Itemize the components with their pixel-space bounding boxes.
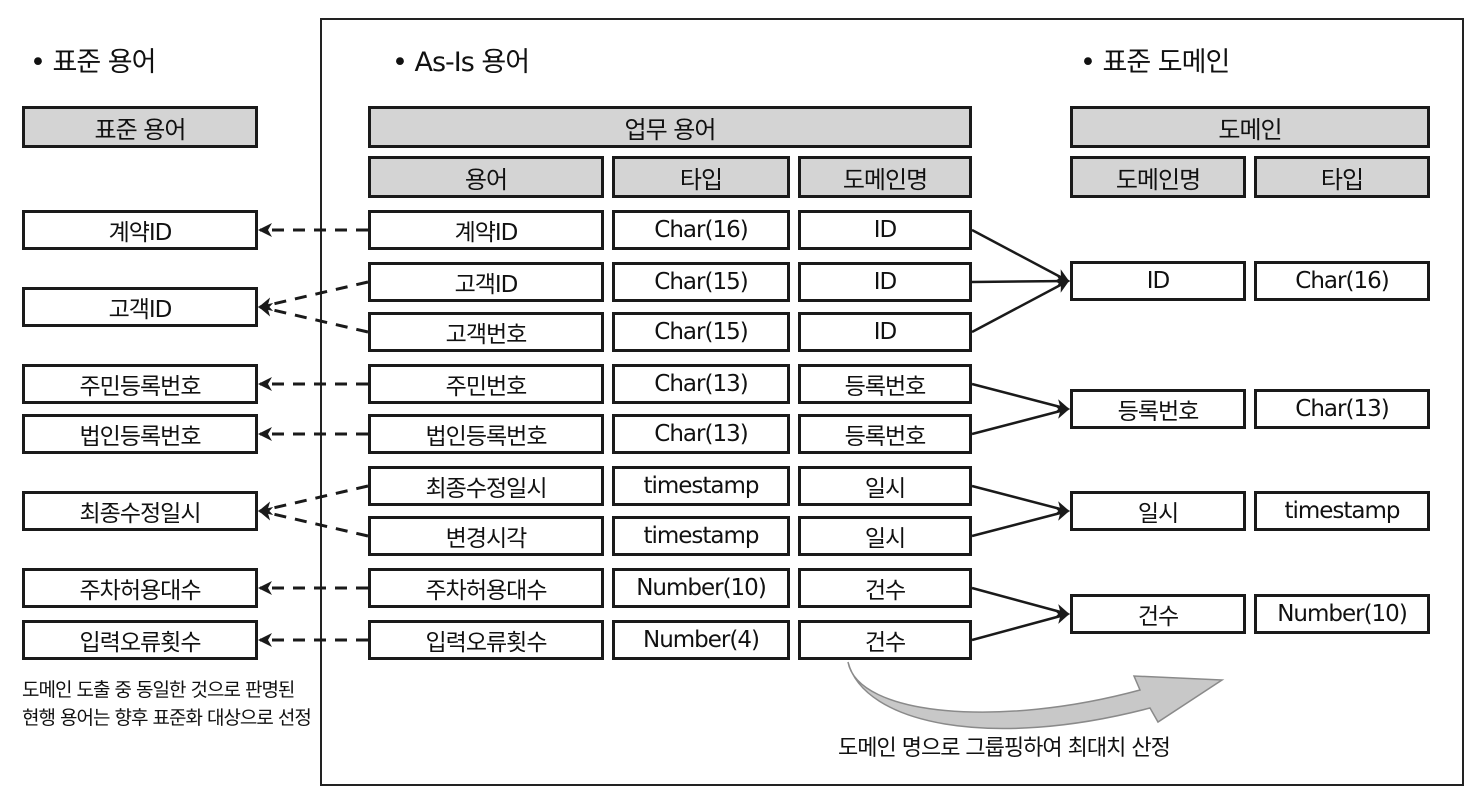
domain-type-cell: Number(10) xyxy=(1254,594,1430,634)
business-type-cell: Number(10) xyxy=(612,568,790,608)
asis-domain-frame xyxy=(320,18,1464,786)
business-domain-cell: 건수 xyxy=(798,620,972,660)
term-mapping-link xyxy=(258,506,369,538)
business-term-cell: 최종수정일시 xyxy=(368,466,604,506)
standard-term-cell: 계약ID xyxy=(22,210,258,250)
section-title-asis-terms: • As-Is 용어 xyxy=(392,47,530,78)
business-term-cell: 계약ID xyxy=(368,210,604,250)
section-title-standard-terms: • 표준 용어 xyxy=(30,47,156,78)
business-col-term: 용어 xyxy=(368,156,604,198)
domain-mapping-link xyxy=(971,228,1070,283)
business-domain-cell: 등록번호 xyxy=(798,364,972,404)
business-domain-cell: 일시 xyxy=(798,516,972,556)
business-type-cell: Number(4) xyxy=(612,620,790,660)
business-col-type: 타입 xyxy=(612,156,790,198)
domain-name-cell: 일시 xyxy=(1070,491,1246,531)
business-domain-cell: 일시 xyxy=(798,466,972,506)
business-domain-cell: ID xyxy=(798,210,972,250)
business-term-cell: 주민번호 xyxy=(368,364,604,404)
domain-mapping-link xyxy=(971,484,1070,515)
business-domain-cell: 등록번호 xyxy=(798,414,972,454)
domain-type-cell: timestamp xyxy=(1254,491,1430,531)
section-title-standard-domain: • 표준 도메인 xyxy=(1080,47,1230,78)
business-type-cell: Char(13) xyxy=(612,364,790,404)
business-col-domain-name: 도메인명 xyxy=(798,156,972,198)
standard-term-cell: 입력오류횟수 xyxy=(22,620,258,660)
domain-mapping-link xyxy=(971,279,1070,334)
business-term-cell: 입력오류횟수 xyxy=(368,620,604,660)
standard-terms-header: 표준 용어 xyxy=(22,106,258,148)
domain-mapping-link xyxy=(971,405,1070,436)
standard-term-cell: 법인등록번호 xyxy=(22,414,258,454)
domain-type-cell: Char(16) xyxy=(1254,261,1430,301)
business-term-cell: 고객번호 xyxy=(368,312,604,352)
business-type-cell: Char(15) xyxy=(612,262,790,302)
grouping-arrow xyxy=(847,661,1225,730)
business-domain-cell: ID xyxy=(798,312,972,352)
domain-mapping-link xyxy=(971,382,1070,413)
domain-col-type: 타입 xyxy=(1254,156,1430,198)
business-type-cell: Char(13) xyxy=(612,414,790,454)
business-term-cell: 주차허용대수 xyxy=(368,568,604,608)
standard-term-cell: 주차허용대수 xyxy=(22,568,258,608)
business-term-cell: 변경시각 xyxy=(368,516,604,556)
term-mapping-link xyxy=(258,302,369,334)
business-type-cell: timestamp xyxy=(612,466,790,506)
term-mapping-link xyxy=(258,484,369,516)
business-domain-cell: 건수 xyxy=(798,568,972,608)
domain-type-cell: Char(13) xyxy=(1254,389,1430,429)
domain-name-cell: 등록번호 xyxy=(1070,389,1246,429)
business-term-cell: 고객ID xyxy=(368,262,604,302)
business-type-cell: timestamp xyxy=(612,516,790,556)
domain-mapping-link xyxy=(971,274,1070,289)
domain-header: 도메인 xyxy=(1070,106,1430,148)
domain-mapping-link xyxy=(971,507,1070,538)
business-type-cell: Char(15) xyxy=(612,312,790,352)
standard-term-cell: 고객ID xyxy=(22,287,258,327)
business-terms-header: 업무 용어 xyxy=(368,106,972,148)
business-domain-cell: ID xyxy=(798,262,972,302)
business-type-cell: Char(16) xyxy=(612,210,790,250)
standard-term-cell: 주민등록번호 xyxy=(22,364,258,404)
standard-term-cell: 최종수정일시 xyxy=(22,491,258,531)
domain-mapping-link xyxy=(971,586,1070,618)
domain-col-name: 도메인명 xyxy=(1070,156,1246,198)
domain-mapping-link xyxy=(971,610,1070,642)
business-term-cell: 법인등록번호 xyxy=(368,414,604,454)
note-text: 도메인 도출 중 동일한 것으로 판명된 현행 용어는 향후 표준화 대상으로 … xyxy=(22,679,312,729)
domain-name-cell: 건수 xyxy=(1070,594,1246,634)
grouping-label: 도메인 명으로 그룹핑하여 최대치 산정 xyxy=(838,736,1171,761)
domain-name-cell: ID xyxy=(1070,261,1246,301)
term-mapping-link xyxy=(258,280,369,312)
